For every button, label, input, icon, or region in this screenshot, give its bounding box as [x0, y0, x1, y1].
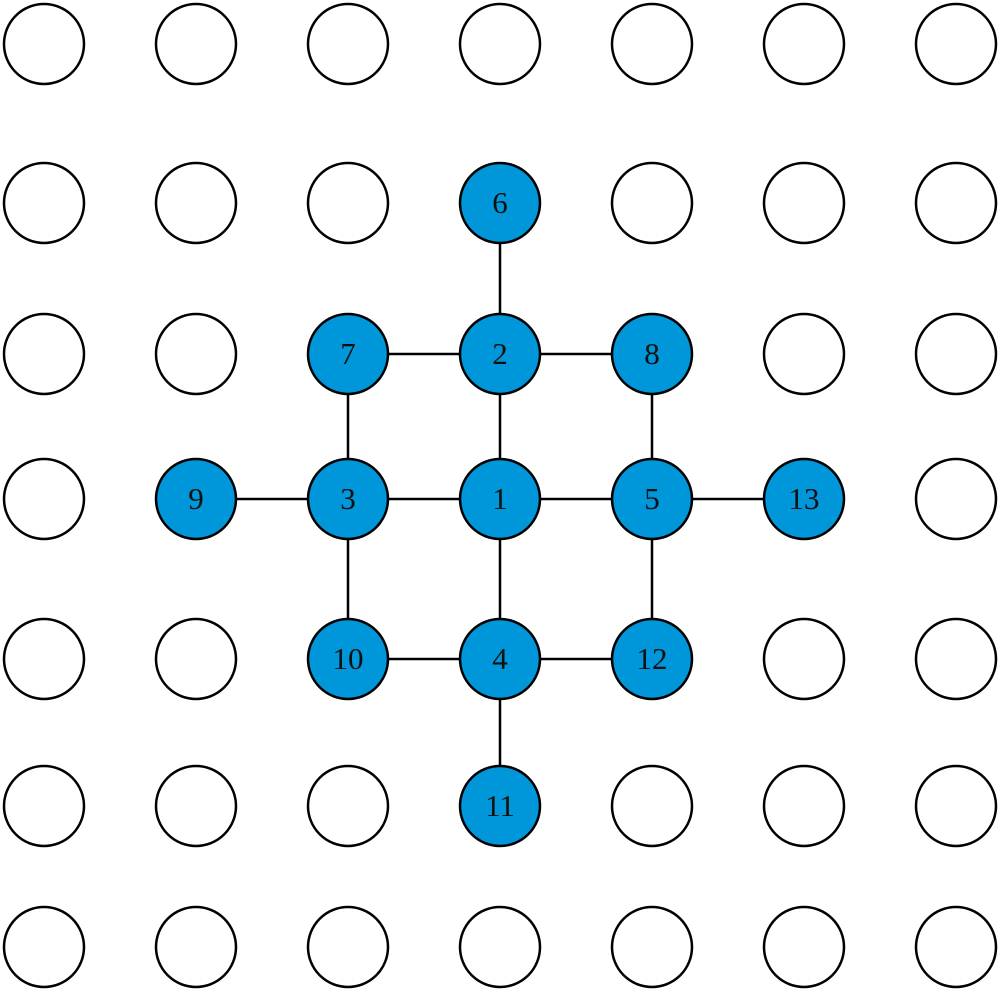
empty-node [610, 764, 694, 848]
node-circle [306, 457, 390, 541]
node-6: 6 [458, 161, 542, 245]
node-label: 7 [340, 336, 356, 371]
node-7: 7 [306, 312, 390, 396]
empty-node [762, 905, 846, 989]
empty-node [914, 905, 998, 989]
node-11: 11 [458, 764, 542, 848]
node-9: 9 [154, 457, 238, 541]
empty-node [2, 312, 86, 396]
node-circle [458, 161, 542, 245]
node-label: 3 [340, 481, 356, 516]
node-circle [306, 312, 390, 396]
empty-node [306, 2, 390, 86]
empty-node [154, 764, 238, 848]
empty-node [610, 905, 694, 989]
empty-node [914, 2, 998, 86]
empty-node [914, 617, 998, 701]
node-circle [458, 617, 542, 701]
node-circle [610, 617, 694, 701]
node-circle [762, 457, 846, 541]
empty-node [154, 2, 238, 86]
empty-node [2, 905, 86, 989]
node-circle [458, 457, 542, 541]
node-circle [458, 764, 542, 848]
empty-node [306, 764, 390, 848]
node-1: 1 [458, 457, 542, 541]
empty-node [2, 617, 86, 701]
node-label: 5 [644, 481, 660, 516]
empty-node [762, 161, 846, 245]
empty-node [2, 2, 86, 86]
node-5: 5 [610, 457, 694, 541]
node-2: 2 [458, 312, 542, 396]
node-label: 2 [492, 336, 508, 371]
empty-node [610, 2, 694, 86]
node-label: 8 [644, 336, 660, 371]
empty-node [458, 905, 542, 989]
node-label: 13 [789, 481, 820, 516]
empty-node [762, 617, 846, 701]
empty-node [914, 764, 998, 848]
node-8: 8 [610, 312, 694, 396]
empty-node [154, 905, 238, 989]
empty-node [762, 764, 846, 848]
node-label: 12 [637, 641, 668, 676]
node-13: 13 [762, 457, 846, 541]
empty-node [610, 161, 694, 245]
empty-node [914, 457, 998, 541]
numbered-nodes-layer: 6 7 2 8 9 3 1 5 13 10 4 12 11 [154, 161, 846, 848]
node-circle [306, 617, 390, 701]
empty-node [306, 905, 390, 989]
node-label: 11 [485, 788, 515, 823]
node-label: 1 [492, 481, 508, 516]
node-label: 9 [188, 481, 204, 516]
empty-node [458, 2, 542, 86]
empty-node [2, 764, 86, 848]
empty-node [762, 2, 846, 86]
empty-node [914, 312, 998, 396]
node-3: 3 [306, 457, 390, 541]
empty-node [2, 457, 86, 541]
empty-node [154, 312, 238, 396]
node-label: 6 [492, 185, 508, 220]
empty-node [762, 312, 846, 396]
empty-node [154, 617, 238, 701]
empty-node [306, 161, 390, 245]
node-4: 4 [458, 617, 542, 701]
node-circle [610, 312, 694, 396]
node-circle [154, 457, 238, 541]
empty-node [2, 161, 86, 245]
empty-node [154, 161, 238, 245]
node-10: 10 [306, 617, 390, 701]
node-circle [458, 312, 542, 396]
node-label: 4 [492, 641, 508, 676]
empty-node [914, 161, 998, 245]
node-circle [610, 457, 694, 541]
node-label: 10 [333, 641, 364, 676]
node-12: 12 [610, 617, 694, 701]
